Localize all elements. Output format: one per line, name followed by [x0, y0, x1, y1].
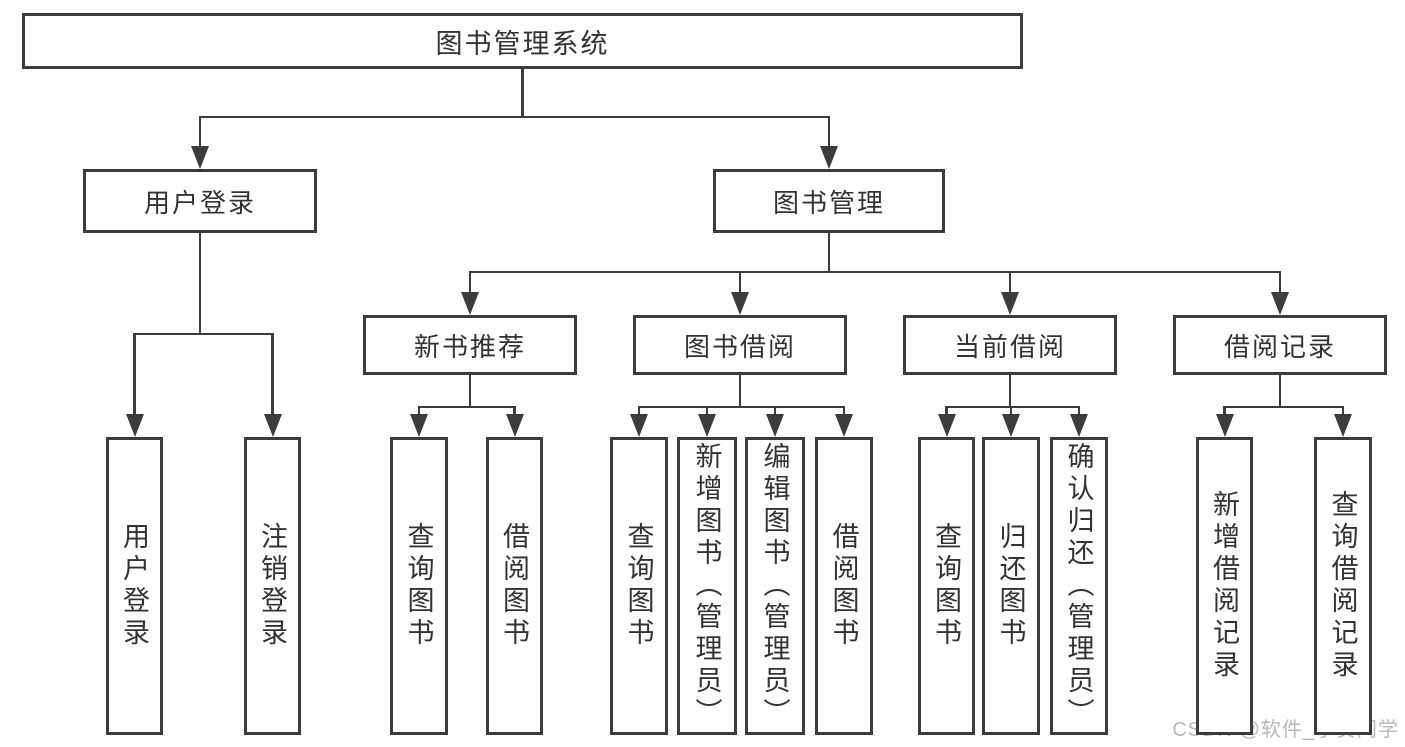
connector-drop-new-book-rec [468, 272, 472, 296]
node-borrow-records: 借阅记录 [1173, 315, 1387, 375]
node-bb-edit: 编辑图书（管理员） [745, 437, 805, 735]
arrowhead-bb-edit [766, 414, 784, 437]
connector-branch-current-borrow [945, 405, 1081, 409]
arrowhead-login-logout [263, 414, 282, 437]
connector-stem-root [521, 69, 524, 117]
node-cb-confirm: 确认归还（管理员） [1050, 437, 1108, 735]
connector-drop-bb-query [637, 407, 641, 418]
connector-drop-login-user [133, 334, 136, 418]
arrowhead-current-borrow [1001, 292, 1019, 315]
node-cb-query: 查询图书 [918, 437, 975, 735]
node-bb-borrow: 借阅图书 [815, 437, 873, 735]
connector-drop-rec-borrow [513, 407, 516, 418]
node-rec-query: 查询图书 [390, 437, 448, 735]
arrowhead-login-user [125, 414, 144, 437]
node-new-book-rec: 新书推荐 [363, 315, 577, 375]
connector-stem-borrow-records [1278, 375, 1282, 407]
connector-drop-borrow-records [1278, 272, 1282, 296]
node-login-logout: 注销登录 [244, 437, 301, 735]
node-rec-borrow: 借阅图书 [486, 437, 543, 735]
arrowhead-bb-query [630, 414, 648, 437]
connector-drop-book-borrow [738, 272, 742, 296]
connector-branch-user-login [133, 332, 274, 336]
arrowhead-cb-confirm [1070, 414, 1088, 437]
arrowhead-book-borrow [731, 292, 749, 315]
connector-branch-book-borrow [637, 405, 846, 409]
connector-drop-br-add [1223, 407, 1226, 418]
arrowhead-new-book-rec [461, 292, 479, 315]
node-current-borrow: 当前借阅 [903, 315, 1117, 375]
connector-stem-book-borrow [738, 375, 742, 407]
arrowhead-rec-query [410, 414, 428, 437]
connector-drop-login-logout [271, 334, 274, 418]
connector-drop-bb-borrow [842, 407, 846, 418]
arrowhead-user-login [191, 146, 209, 169]
node-bb-add: 新增图书（管理员） [677, 437, 737, 735]
connector-stem-new-book-rec [468, 375, 472, 407]
node-bb-query: 查询图书 [610, 437, 668, 735]
node-book-mgmt: 图书管理 [713, 169, 945, 233]
node-login-user: 用户登录 [106, 437, 163, 735]
arrowhead-br-add [1215, 414, 1234, 437]
arrowhead-borrow-records [1271, 292, 1289, 315]
node-br-query: 查询借阅记录 [1314, 437, 1372, 735]
connector-branch-root [198, 115, 831, 119]
arrowhead-cb-query [937, 414, 956, 437]
connector-drop-book-mgmt [827, 117, 831, 150]
connector-drop-br-query [1341, 407, 1345, 418]
arrowhead-bb-add [698, 414, 716, 437]
node-cb-return: 归还图书 [982, 437, 1040, 735]
arrowhead-bb-borrow [835, 414, 853, 437]
node-user-login: 用户登录 [83, 169, 317, 233]
connector-stem-user-login [198, 233, 202, 334]
node-book-borrow: 图书借阅 [633, 315, 847, 375]
connector-drop-cb-return [1009, 407, 1013, 418]
arrowhead-br-query [1334, 414, 1352, 437]
arrowhead-cb-return [1002, 414, 1020, 437]
arrowhead-rec-borrow [505, 414, 524, 437]
connector-stem-book-mgmt [827, 233, 831, 272]
connector-drop-bb-add [705, 407, 709, 418]
arrowhead-book-mgmt [820, 146, 838, 169]
connector-drop-cb-confirm [1077, 407, 1081, 418]
connector-branch-new-book-rec [417, 405, 516, 409]
connector-drop-current-borrow [1008, 272, 1012, 296]
connector-stem-current-borrow [1008, 375, 1012, 407]
connector-drop-rec-query [417, 407, 421, 418]
connector-drop-bb-edit [773, 407, 777, 418]
node-root: 图书管理系统 [22, 13, 1023, 69]
connector-branch-book-mgmt [468, 270, 1282, 274]
connector-drop-user-login [198, 117, 202, 150]
connector-branch-borrow-records [1223, 405, 1345, 409]
node-br-add: 新增借阅记录 [1196, 437, 1253, 735]
connector-drop-cb-query [945, 407, 948, 418]
